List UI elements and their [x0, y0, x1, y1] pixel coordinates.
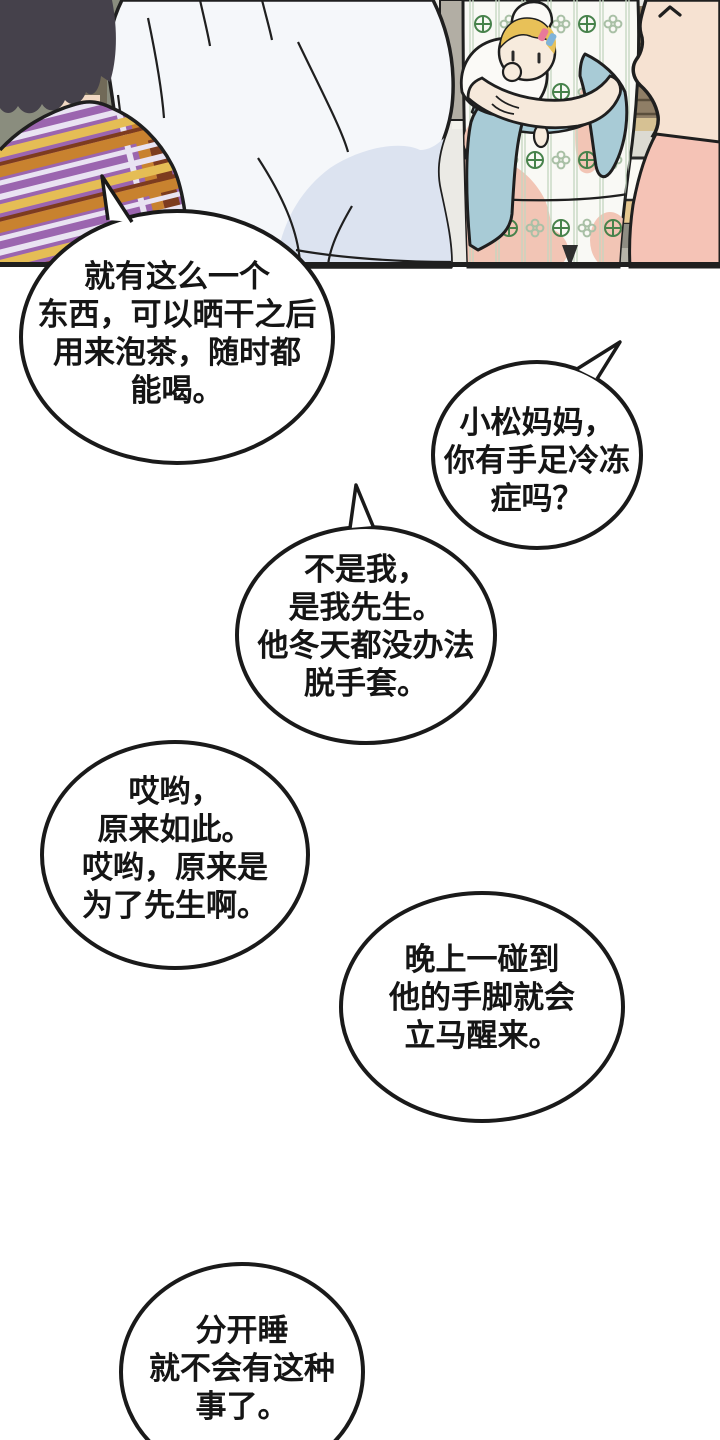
- left-person-hair: [0, 0, 116, 114]
- speech-bubble-5: [339, 891, 625, 1123]
- bubble-6-text: 分开睡 就不会有这种 事了。: [149, 1313, 335, 1425]
- speech-bubble-3: [235, 525, 497, 745]
- speech-bubble-2-tail: [576, 340, 622, 380]
- hairclip-pink: [537, 28, 549, 42]
- speech-bubble-1: [19, 209, 335, 465]
- plaid-shirt-outline: [0, 100, 191, 268]
- panel-border: [0, 262, 720, 267]
- speech-bubble-6: [119, 1262, 365, 1440]
- bubble-1-text: 就有这么一个 东西，可以晒干之后 用来泡茶，随时都 能喝。: [37, 259, 317, 409]
- closed-eye: [658, 5, 682, 18]
- speech-bubble-1-tail: [100, 174, 134, 223]
- bubble-5-text: 晚上一碰到 他的手脚就会 立马醒来。: [389, 942, 575, 1054]
- bubble-2-text: 小松妈妈， 你有手足冷冻 症吗？: [444, 405, 630, 517]
- baby-eyes: [511, 50, 541, 64]
- right-person: [628, 0, 720, 269]
- parent-arm: [466, 74, 622, 130]
- hairclip-blue: [545, 33, 557, 47]
- baby-hand: [501, 61, 523, 83]
- speech-bubble-4: [40, 740, 310, 970]
- bubble-4-text: 哎哟， 原来如此。 哎哟，原来是 为了先生啊。: [82, 774, 268, 924]
- pajama-person: [459, 0, 641, 269]
- bubble-3-text: 不是我， 是我先生。 他冬天都没办法 脱手套。: [257, 552, 475, 702]
- baby: [459, 0, 622, 149]
- speech-bubble-3-tail: [348, 483, 375, 529]
- right-person-shirt: [628, 132, 720, 269]
- speech-bubbles: [19, 174, 643, 1440]
- speech-bubble-2: [431, 360, 643, 550]
- center-person-shirt: [105, 0, 455, 269]
